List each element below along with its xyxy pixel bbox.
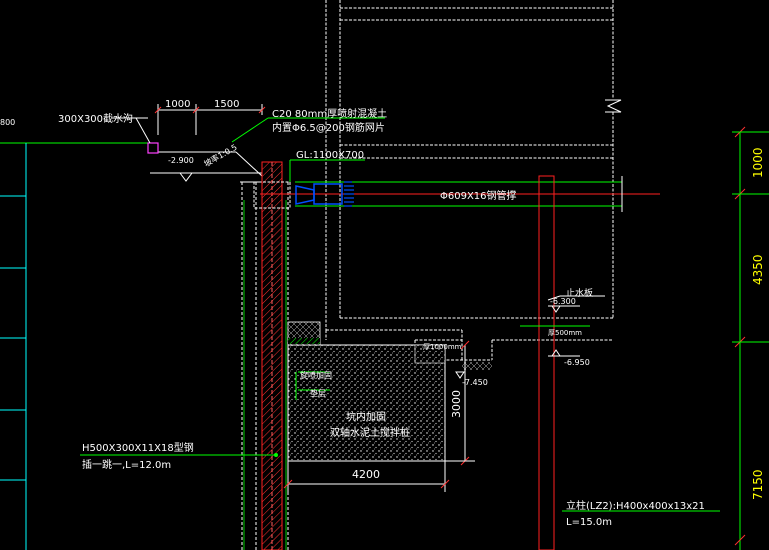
elevation-7450: -7.450	[462, 378, 488, 387]
elevation-marker-icon	[551, 349, 561, 357]
elevation-marker-icon	[179, 172, 193, 182]
drain-ditch	[147, 142, 159, 154]
column-spec-line1: 立柱(LZ2):H400x400x13x21	[566, 499, 705, 512]
steel-pipe-strut	[260, 176, 660, 212]
elevation-marker-icon	[551, 305, 561, 313]
left-edge-number: 800	[0, 118, 15, 127]
slope-label-line1: C20 80mm厚喷射混凝土	[272, 107, 387, 120]
right-dim-7150: 7150	[751, 469, 765, 500]
right-dimension-strip	[732, 126, 769, 550]
top-dimensions	[154, 104, 266, 135]
retaining-pile	[241, 161, 289, 550]
steel-column	[538, 175, 555, 550]
pile-spec-line1: H500X300X11X18型钢	[82, 441, 194, 454]
elevation-6300: -6.300	[550, 297, 576, 306]
elevation-2900: -2.900	[168, 156, 194, 165]
dim-4200-label: 4200	[352, 468, 380, 481]
soil-improvement-zone	[287, 344, 446, 462]
beam-label: GL:1100X700	[296, 150, 364, 161]
slope-ratio: 坡率1:0.5	[202, 142, 239, 169]
right-dim-1000: 1000	[751, 147, 765, 178]
waterstop-label: 止水板	[566, 287, 593, 299]
slab-1000: 厚1000mm	[423, 343, 462, 351]
slope-label-line2: 内置Φ6.5@200钢筋网片	[272, 121, 385, 134]
elevation-6950: -6.950	[564, 358, 590, 367]
ground-profile	[0, 142, 263, 550]
elevation-marker-icon	[455, 371, 465, 379]
small-note-2: 垫层	[310, 388, 326, 398]
small-note-1: 旋喷加固	[300, 370, 332, 380]
thickness-500: 厚500mm	[548, 329, 582, 337]
drain-label: 300X300截水沟	[58, 112, 133, 125]
dim-1500-label: 1500	[214, 99, 239, 110]
reinforce-label-line2: 双轴水泥土搅拌桩	[330, 426, 410, 439]
break-line-icon	[605, 99, 622, 113]
column-spec-line2: L=15.0m	[566, 517, 612, 528]
basement-structure	[325, 0, 614, 361]
dim-1000-label: 1000	[165, 99, 190, 110]
right-dim-4350: 4350	[751, 254, 765, 285]
crown-beam	[253, 181, 291, 209]
reinforce-label-line1: 坑内加固	[346, 410, 386, 423]
dim-3000-label: 3000	[450, 390, 463, 418]
pile-spec-line2: 插一跳一,L=12.0m	[82, 458, 171, 471]
bottom-dimensions	[283, 340, 475, 492]
steel-pipe-label: Φ609X16钢管撑	[440, 189, 517, 202]
